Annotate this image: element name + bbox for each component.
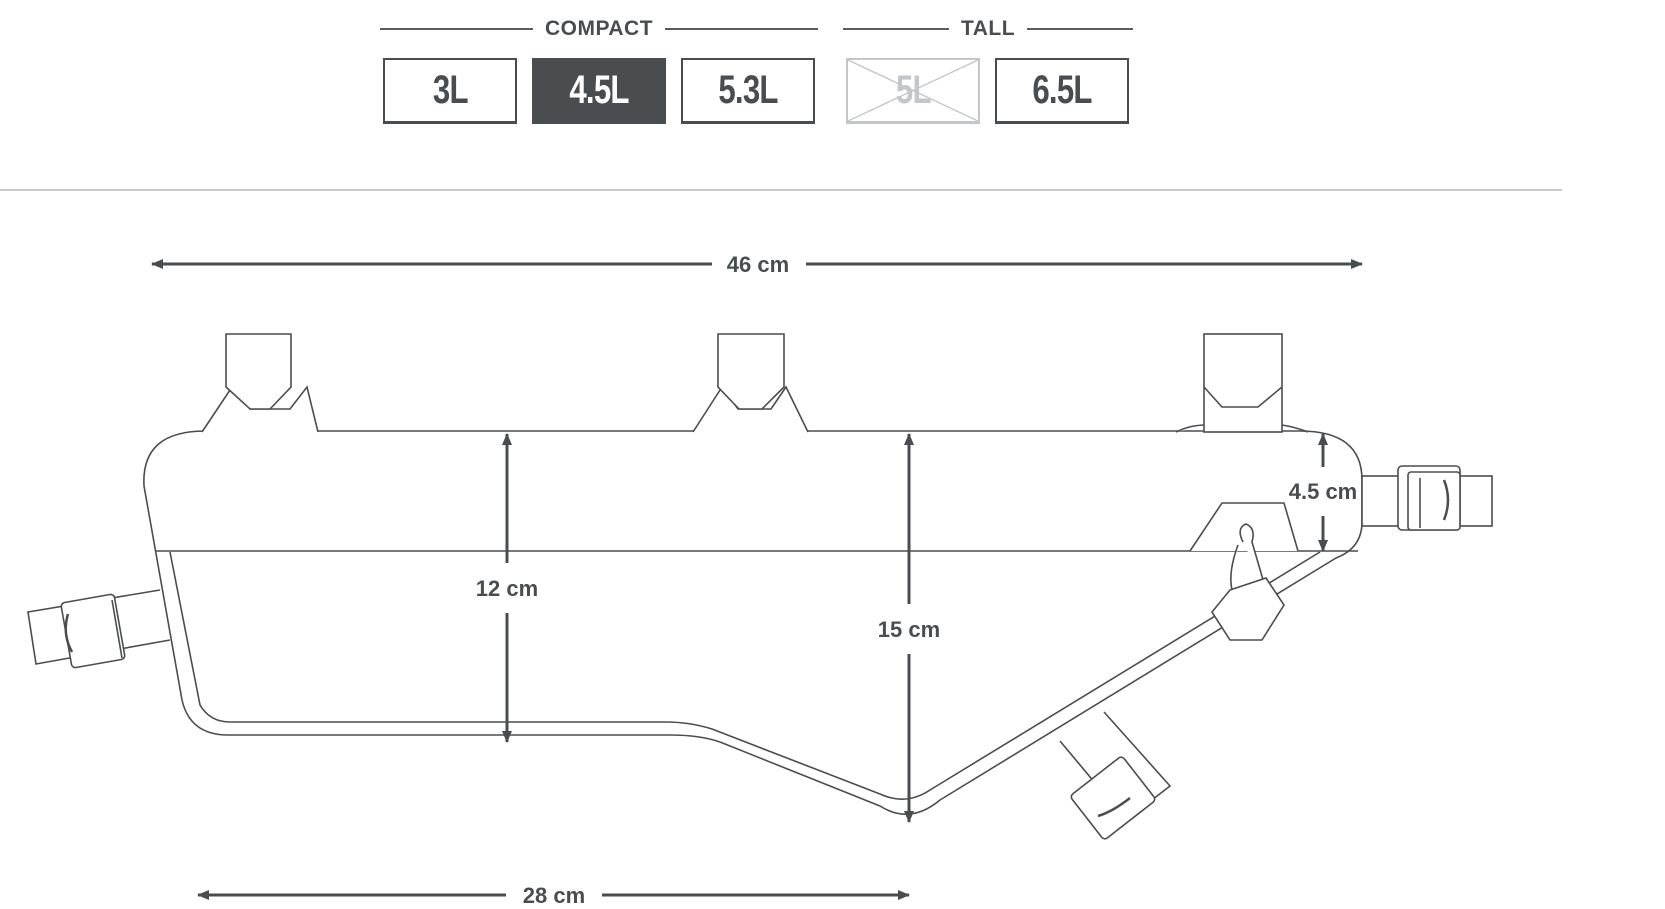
dimension-label-overall-length: 46 cm bbox=[727, 252, 789, 277]
compact-group-header: COMPACT bbox=[380, 14, 819, 44]
size-button-3l[interactable]: 3L bbox=[383, 58, 517, 124]
size-button-6-5l[interactable]: 6.5L bbox=[995, 58, 1129, 124]
zip-pull bbox=[1189, 502, 1299, 641]
bag-outline bbox=[143, 430, 1363, 815]
top-strap-middle bbox=[692, 333, 809, 433]
down-tube-strap bbox=[1059, 711, 1172, 840]
size-button-label: 6.5L bbox=[1032, 68, 1092, 112]
top-strap-rear bbox=[1175, 333, 1309, 433]
size-button-label: 4.5L bbox=[569, 68, 629, 112]
section-divider bbox=[0, 189, 1562, 191]
size-button-label: 5L bbox=[895, 68, 932, 112]
front-strap bbox=[27, 589, 171, 669]
tall-group-header: TALL bbox=[843, 14, 1133, 44]
top-strap-front bbox=[201, 333, 319, 433]
compact-group-label: COMPACT bbox=[544, 17, 654, 40]
dimension-bottom-length: 28 cm bbox=[197, 883, 910, 908]
dimension-overall-length: 46 cm bbox=[151, 252, 1363, 277]
size-button-label: 5.3L bbox=[718, 68, 778, 112]
size-button-4-5l-selected[interactable]: 4.5L bbox=[532, 58, 666, 124]
dimension-height-front: 12 cm bbox=[476, 433, 538, 743]
size-button-5-3l[interactable]: 5.3L bbox=[681, 58, 815, 124]
header-rule-right bbox=[1027, 28, 1133, 30]
header-rule-right bbox=[665, 28, 819, 30]
dimension-label-height-max: 15 cm bbox=[878, 617, 940, 642]
size-button-5l-unavailable: 5L bbox=[846, 58, 980, 124]
dimension-label-height-front: 12 cm bbox=[476, 576, 538, 601]
header-rule-left bbox=[843, 28, 949, 30]
unavailable-cross-icon bbox=[848, 60, 978, 121]
header-rule-left bbox=[380, 28, 533, 30]
dimension-label-height-rear: 4.5 cm bbox=[1289, 479, 1358, 504]
rear-strap bbox=[1361, 465, 1493, 531]
tall-group-label: TALL bbox=[960, 17, 1016, 40]
dimension-label-bottom-length: 28 cm bbox=[523, 883, 585, 908]
dimension-height-rear: 4.5 cm bbox=[1289, 433, 1358, 552]
size-button-label: 3L bbox=[432, 68, 469, 112]
dimension-height-max: 15 cm bbox=[878, 433, 940, 823]
